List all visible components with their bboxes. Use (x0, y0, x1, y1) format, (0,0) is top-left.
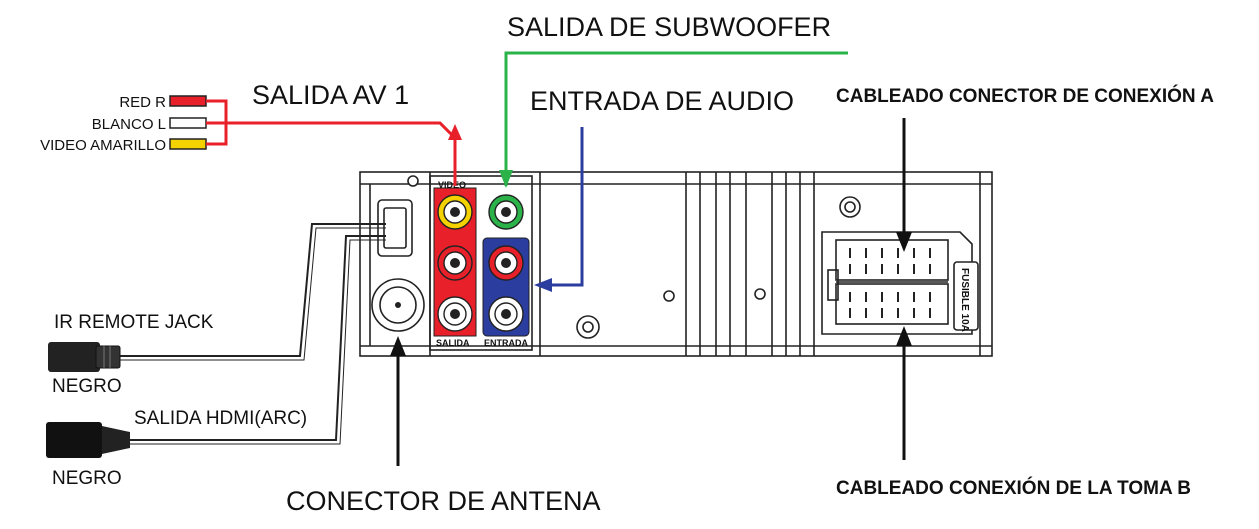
salida-av1-arrow (226, 121, 462, 186)
conector-a-label: CABLEADO CONECTOR DE CONEXIÓN A (836, 85, 1214, 107)
hdmi-plug (46, 422, 130, 458)
panel-entrada-label: ENTRADA (484, 338, 528, 348)
ir-remote-label: IR REMOTE JACK (54, 312, 214, 333)
conector-b-arrow (896, 326, 912, 460)
av-jacks: VIDEO SALIDA ENTRADA (433, 180, 530, 348)
red-r-label: RED R (119, 94, 166, 111)
subwoofer-jack (488, 194, 524, 230)
negro-label-2: NEGRO (52, 468, 122, 489)
antenna-socket (371, 278, 425, 332)
salida-av1-label: SALIDA AV 1 (252, 80, 409, 110)
conector-b-label: CABLEADO CONEXIÓN DE LA TOMA B (836, 477, 1191, 499)
salida-l-jack (437, 296, 473, 332)
subwoofer-arrow (499, 51, 848, 188)
heatsink (685, 172, 815, 356)
negro-label-1: NEGRO (52, 376, 122, 397)
video-output-jack (437, 194, 473, 230)
entrada-r-jack (488, 245, 524, 281)
ir-cable (120, 223, 386, 361)
conector-a-arrow (896, 118, 912, 252)
panel-video-label: VIDEO (438, 180, 466, 190)
salida-subwoofer-label: SALIDA DE SUBWOOFER (507, 12, 831, 42)
entrada-audio-label: ENTRADA DE AUDIO (530, 86, 794, 116)
white-plug (169, 117, 207, 129)
entrada-l-jack (488, 296, 524, 332)
entrada-audio-arrow (534, 127, 584, 292)
fuse-label: FUSIBLE 10A (959, 268, 970, 332)
rca-plugs (169, 95, 228, 150)
panel-salida-label: SALIDA (436, 338, 470, 348)
red-plug (169, 95, 207, 107)
iso-connector-block: FUSIBLE 10A (821, 231, 979, 335)
head-unit-back-panel: FUSIBLE 10A (359, 171, 993, 357)
hdmi-cable (130, 235, 386, 445)
blanco-l-label: BLANCO L (92, 116, 166, 133)
video-amarillo-label: VIDEO AMARILLO (40, 137, 166, 154)
yellow-plug (169, 138, 207, 150)
conector-antena-label: CONECTOR DE ANTENA (286, 486, 601, 516)
antena-arrow (390, 336, 406, 466)
ir-jack-plug (48, 342, 121, 372)
hdmi-label: SALIDA HDMI(ARC) (134, 408, 307, 429)
salida-r-jack (437, 245, 473, 281)
fuse-box (953, 261, 979, 331)
